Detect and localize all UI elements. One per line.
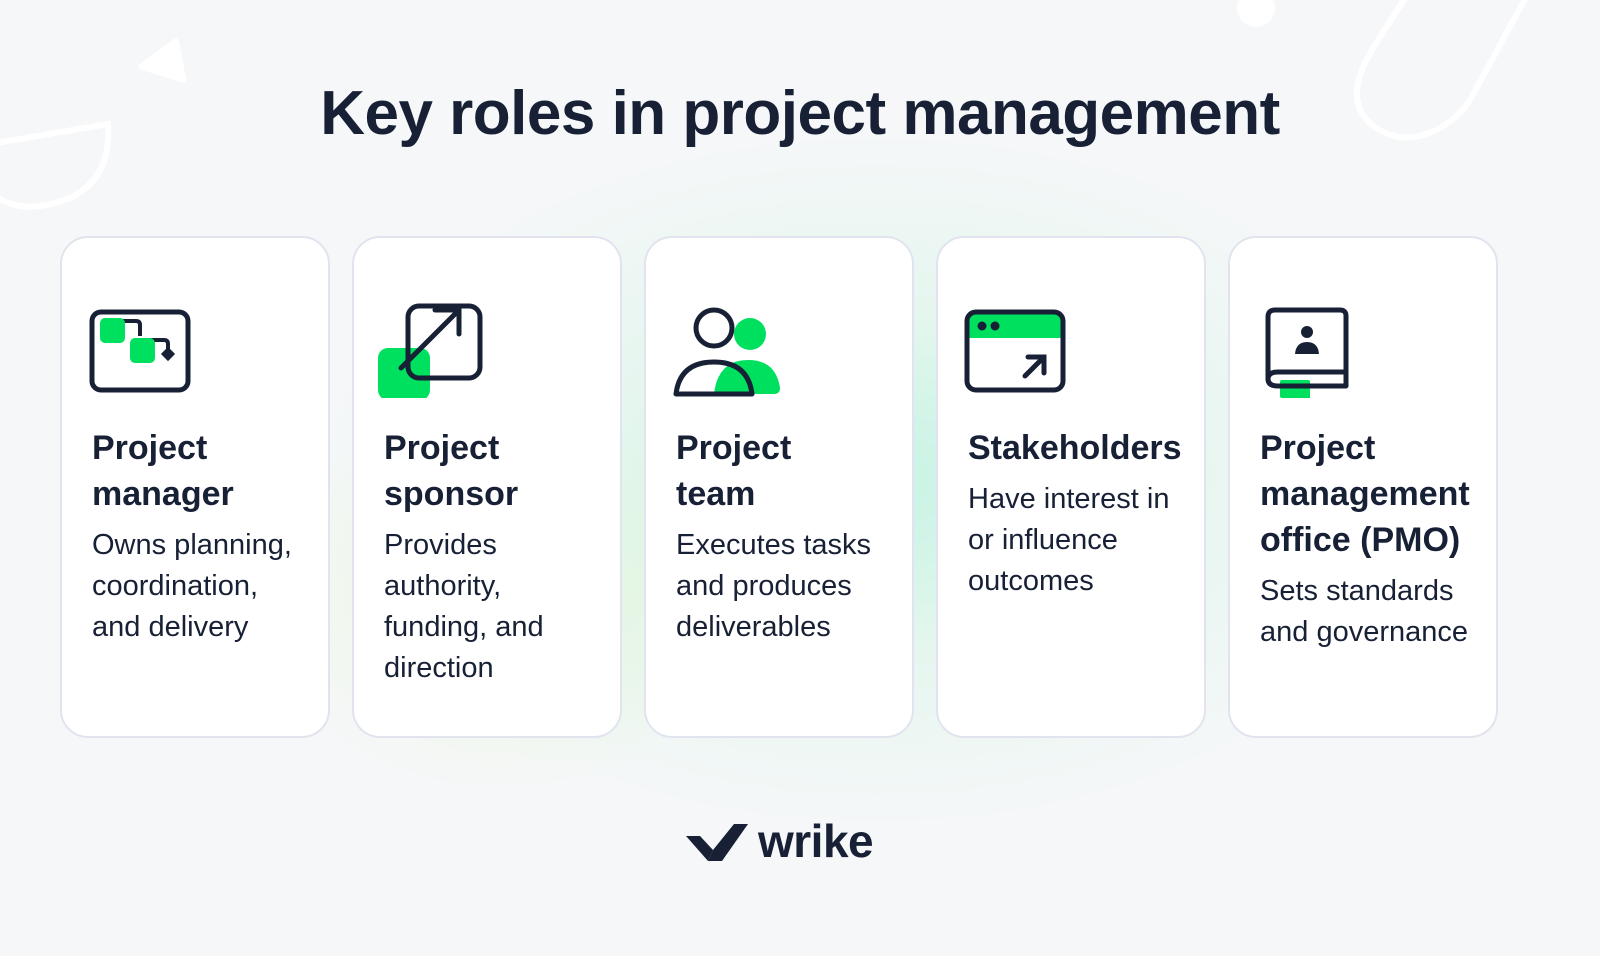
role-title: Stakeholders [968,429,1182,467]
role-description: Owns planning, coordination, and deliver… [92,529,292,643]
team-users-icon [673,307,780,397]
roles-card-list: Project manager Owns planning, coordinat… [60,236,1498,738]
role-card-project-sponsor: Project sponsor Provides authority, fund… [352,236,622,738]
book-profile-bookmark-icon [1265,307,1349,400]
expand-arrow-icon [378,303,483,400]
wrike-logo: wrike [686,815,874,867]
role-title: Project team [676,429,792,513]
role-description: Have interest in or influence outcomes [968,483,1170,597]
browser-window-arrow-icon [964,309,1066,393]
page-title: Key roles in project management [320,79,1280,148]
role-description: Provides authority, funding, and directi… [384,529,544,684]
role-title: Project manager [92,429,234,513]
role-card-pmo: Project management office (PMO) Sets sta… [1228,236,1498,738]
dot-decoration-icon [1237,0,1275,27]
workflow-icon [89,309,191,393]
role-description: Executes tasks and produces deliverables [676,529,872,643]
wrike-checkmark-icon [686,824,748,861]
wrike-wordmark: wrike [758,815,874,867]
role-card-stakeholders: Stakeholders Have interest in or influen… [936,236,1206,738]
role-title: Project management office (PMO) [1260,429,1470,559]
role-title: Project sponsor [384,429,519,513]
role-card-project-manager: Project manager Owns planning, coordinat… [60,236,330,738]
role-card-project-team: Project team Executes tasks and produces… [644,236,914,738]
role-description: Sets standards and governance [1260,575,1468,648]
